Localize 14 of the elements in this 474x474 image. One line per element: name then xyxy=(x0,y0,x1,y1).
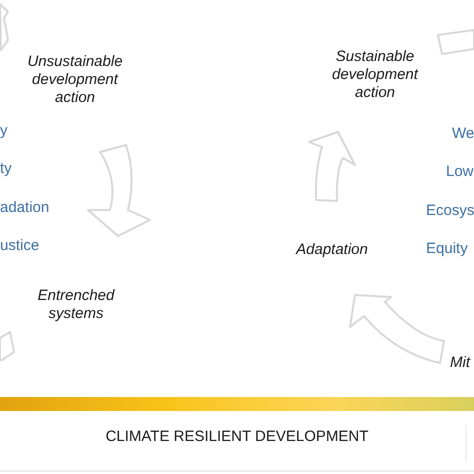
list-item: We xyxy=(452,125,474,143)
list-item: adation xyxy=(0,199,50,217)
bar-caption: CLIMATE RESILIENT DEVELOPMENT xyxy=(106,428,368,446)
process-label: Entrenched systems xyxy=(36,287,116,323)
list-item: Low xyxy=(446,163,474,181)
list-item: ty xyxy=(0,160,12,178)
section-heading: Unsustainable development action xyxy=(26,53,124,107)
list-item: Ecosys xyxy=(426,202,474,220)
process-label: Mit xyxy=(450,354,470,372)
section-heading: Sustainable development action xyxy=(331,48,420,102)
list-item: y xyxy=(0,122,8,140)
list-item: Equity xyxy=(426,240,468,258)
process-label: Adaptation xyxy=(294,241,369,259)
list-item: ustice xyxy=(0,237,40,255)
